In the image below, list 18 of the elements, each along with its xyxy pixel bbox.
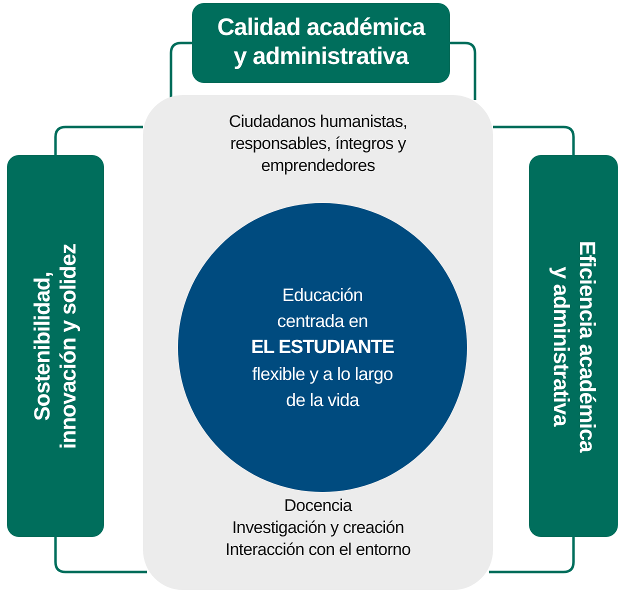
box-title: Eficiencia académica y administrativa (548, 239, 600, 454)
connector-line (170, 42, 192, 100)
connector-line (489, 537, 575, 574)
connector-line (450, 42, 476, 100)
box-title: Calidad académica y administrativa (216, 14, 426, 72)
pillar-box (192, 3, 450, 83)
pillar-box (7, 155, 104, 537)
list-item: Investigación y creación (232, 517, 404, 540)
connector-line (54, 126, 143, 155)
list-item: Docencia (284, 495, 352, 517)
pillar-box (529, 155, 618, 537)
list-item: Interacción con el entorno (225, 539, 411, 562)
connector-line (54, 537, 147, 574)
panel-text: Ciudadanos humanistas, responsables, íntegros y emprendedores (228, 111, 408, 178)
connector-line (493, 126, 575, 155)
box-title: Sostenibilidad, innovación y solidez (29, 242, 82, 451)
rounded-panel (143, 95, 493, 590)
circle-text: Educación centrada en EL ESTUDIANTE flexible y a lo largo de la vida (250, 284, 395, 412)
